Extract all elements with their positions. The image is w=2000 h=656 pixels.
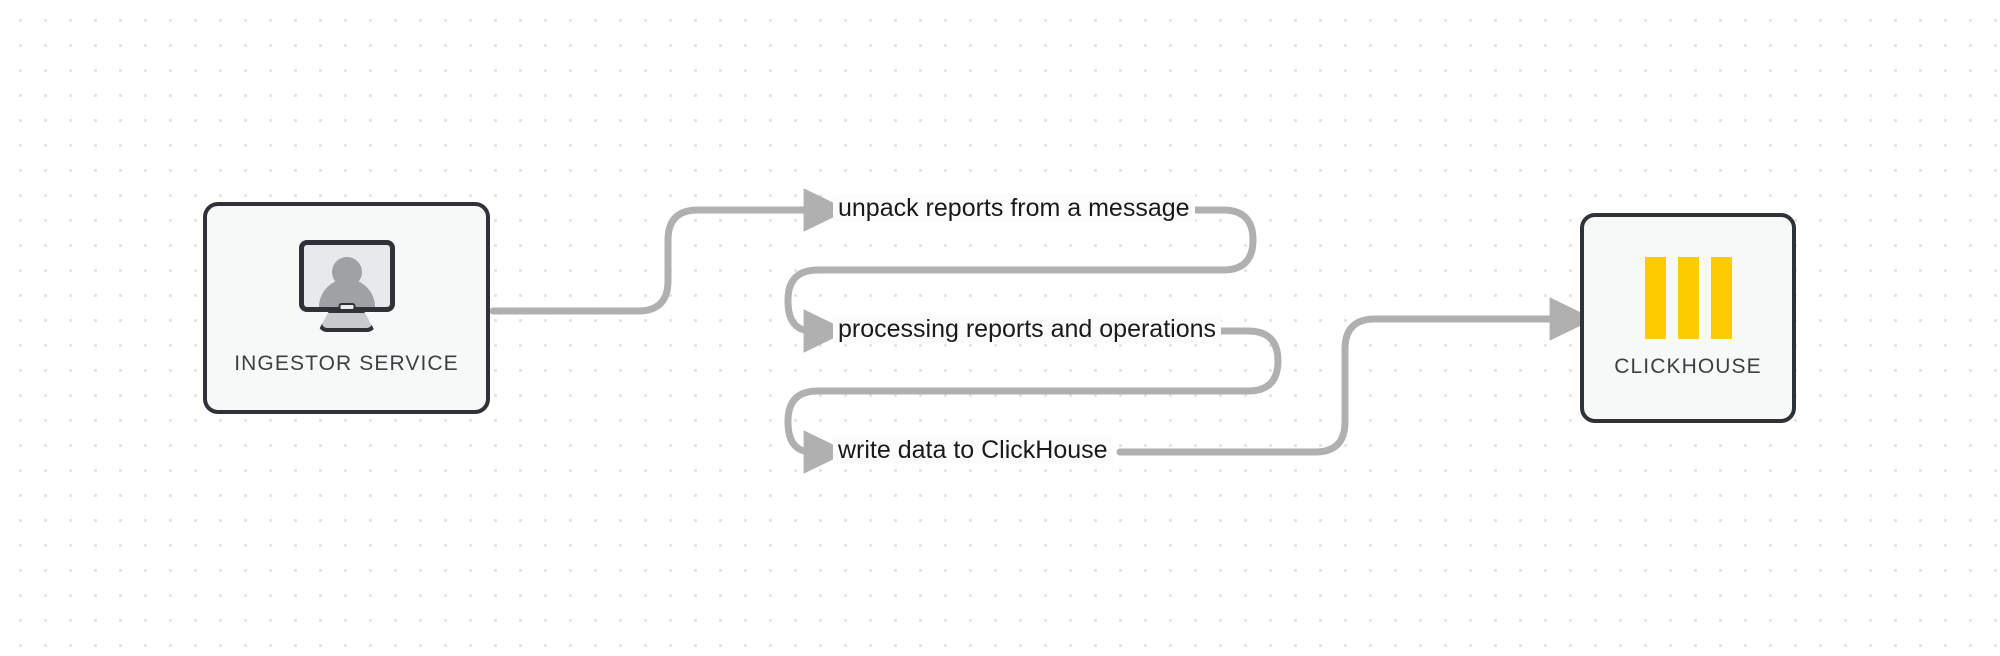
monitor-user-icon xyxy=(292,240,402,332)
monitor-screen-icon xyxy=(298,240,395,312)
node-clickhouse[interactable]: CLICKHOUSE xyxy=(1580,213,1796,423)
edge-path-processing-to-write xyxy=(784,327,1282,474)
monitor-notch-icon xyxy=(338,303,355,311)
edge-path-ingestor-to-unpack xyxy=(489,188,849,315)
edge-label-unpack-text: unpack reports from a message xyxy=(833,194,1195,222)
monitor-stand-icon xyxy=(317,309,376,332)
edge-label-write: write data to ClickHouse xyxy=(833,436,1113,464)
node-ingestor-label: INGESTOR SERVICE xyxy=(234,352,459,375)
clickhouse-logo-icon xyxy=(1644,257,1732,339)
clickhouse-bar-2 xyxy=(1677,257,1699,339)
edge-label-write-text: write data to ClickHouse xyxy=(833,436,1113,464)
edge-label-processing: processing reports and operations xyxy=(833,315,1222,343)
edge-label-processing-text: processing reports and operations xyxy=(833,315,1222,343)
clickhouse-bar-1 xyxy=(1644,257,1666,339)
edge-path-unpack-to-processing xyxy=(784,206,1257,353)
node-ingestor-service[interactable]: INGESTOR SERVICE xyxy=(203,202,490,414)
node-clickhouse-label: CLICKHOUSE xyxy=(1614,355,1762,378)
clickhouse-bar-3 xyxy=(1710,257,1732,339)
edge-label-unpack: unpack reports from a message xyxy=(833,194,1195,222)
